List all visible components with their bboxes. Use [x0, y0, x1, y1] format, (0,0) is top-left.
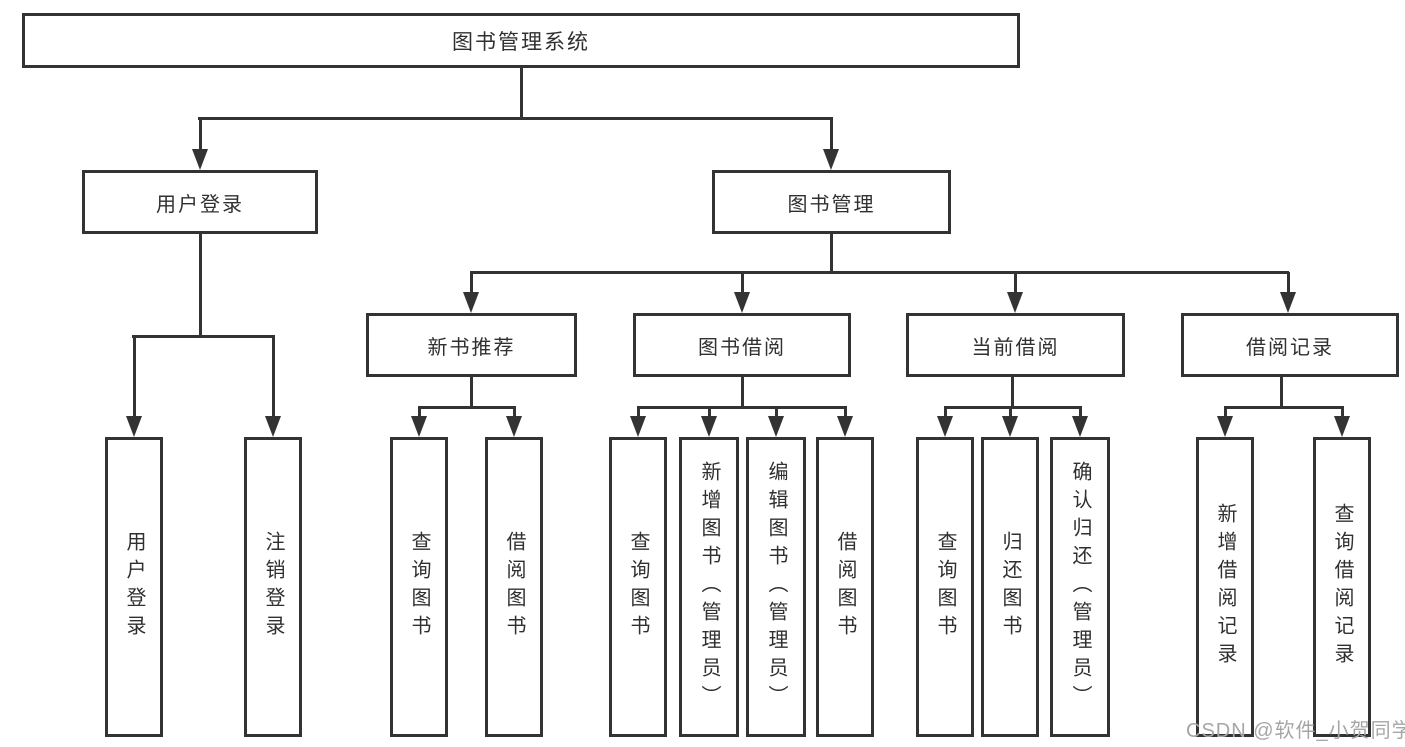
connector-user-login-split	[132, 335, 275, 338]
node-book-management: 图书管理	[712, 170, 951, 234]
node-borrowing-records: 借阅记录	[1181, 313, 1399, 377]
connector-user-login-stem	[199, 117, 202, 152]
leaf-query-books-current: 查询图书	[916, 437, 974, 737]
leaf-logout: 注销登录	[244, 437, 302, 737]
arrowhead-to-leaf	[937, 416, 953, 437]
leaf-add-books-admin: 新增图书（管理员）	[679, 437, 739, 737]
arrowhead-to-leaf	[506, 416, 522, 437]
connector-borrow-records-stem	[1287, 272, 1290, 294]
node-library-management-system: 图书管理系统	[22, 13, 1020, 68]
arrowhead-to-leaf	[1072, 416, 1088, 437]
connector-current-borrow-down	[1011, 377, 1014, 408]
connector-book-mgmt-down	[830, 234, 833, 273]
arrowhead-to-leaf	[837, 416, 853, 437]
arrowhead-to-user-login	[192, 149, 208, 170]
leaf-borrow-books-recommend: 借阅图书	[485, 437, 543, 737]
connector-root-stem	[520, 68, 523, 118]
node-user-login: 用户登录	[82, 170, 318, 234]
connector-current-borrow-stem	[1014, 272, 1017, 294]
connector-book-borrow-down	[741, 377, 744, 408]
connector-leaf-stem	[1224, 406, 1227, 418]
node-book-borrowing: 图书借阅	[633, 313, 851, 377]
connector-new-books-split	[418, 406, 516, 409]
arrowhead-to-book-borrow	[734, 292, 750, 313]
leaf-edit-books-admin: 编辑图书（管理员）	[746, 437, 806, 737]
arrowhead-to-leaf	[768, 416, 784, 437]
connector-leaf-stem	[1009, 406, 1012, 418]
connector-level3-bar	[470, 271, 1289, 274]
arrowhead-to-logout-leaf	[265, 416, 281, 437]
connector-new-books-stem	[470, 272, 473, 294]
connector-user-login-down	[199, 234, 202, 336]
leaf-confirm-return-admin: 确认归还（管理员）	[1050, 437, 1110, 737]
leaf-add-borrow-record: 新增借阅记录	[1196, 437, 1254, 737]
leaf-return-books: 归还图书	[981, 437, 1039, 737]
arrowhead-to-borrow-records	[1280, 292, 1296, 313]
connector-borrow-records-split	[1224, 406, 1344, 409]
arrowhead-to-leaf	[630, 416, 646, 437]
arrowhead-to-book-mgmt	[823, 149, 839, 170]
node-new-book-recommendation: 新书推荐	[366, 313, 577, 377]
connector-leaf-stem	[708, 406, 711, 418]
leaf-borrow-books: 借阅图书	[816, 437, 874, 737]
connector-leaf-stem	[775, 406, 778, 418]
csdn-watermark: CSDN @软件_小贺同学	[1186, 720, 1405, 742]
arrowhead-to-leaf	[701, 416, 717, 437]
connector-leaf-stem	[844, 406, 847, 418]
connector-borrow-records-down	[1280, 377, 1283, 408]
connector-leaf-stem	[944, 406, 947, 418]
connector-leaf-stem	[637, 406, 640, 418]
connector-leaf-stem	[1341, 406, 1344, 418]
connector-level2-bar	[198, 117, 833, 120]
leaf-query-books-borrowing: 查询图书	[609, 437, 667, 737]
arrowhead-to-login-leaf	[126, 416, 142, 437]
connector-login-leaf-stem	[133, 336, 136, 418]
connector-logout-leaf-stem	[272, 336, 275, 418]
leaf-user-login: 用户登录	[105, 437, 163, 737]
connector-leaf-stem	[418, 406, 421, 418]
connector-leaf-stem	[1079, 406, 1082, 418]
arrowhead-to-leaf	[1002, 416, 1018, 437]
arrowhead-to-current-borrow	[1007, 292, 1023, 313]
leaf-query-books-recommend: 查询图书	[390, 437, 448, 737]
connector-book-borrow-stem	[741, 272, 744, 294]
connector-book-mgmt-stem	[830, 117, 833, 152]
arrowhead-to-leaf	[1334, 416, 1350, 437]
arrowhead-to-new-books	[463, 292, 479, 313]
connector-book-borrow-split	[637, 406, 847, 409]
leaf-query-borrow-record: 查询借阅记录	[1313, 437, 1371, 737]
connector-leaf-stem	[513, 406, 516, 418]
arrowhead-to-leaf	[1217, 416, 1233, 437]
connector-current-borrow-split	[944, 406, 1082, 409]
node-current-borrowing: 当前借阅	[906, 313, 1125, 377]
connector-new-books-down	[470, 377, 473, 408]
arrowhead-to-leaf	[411, 416, 427, 437]
